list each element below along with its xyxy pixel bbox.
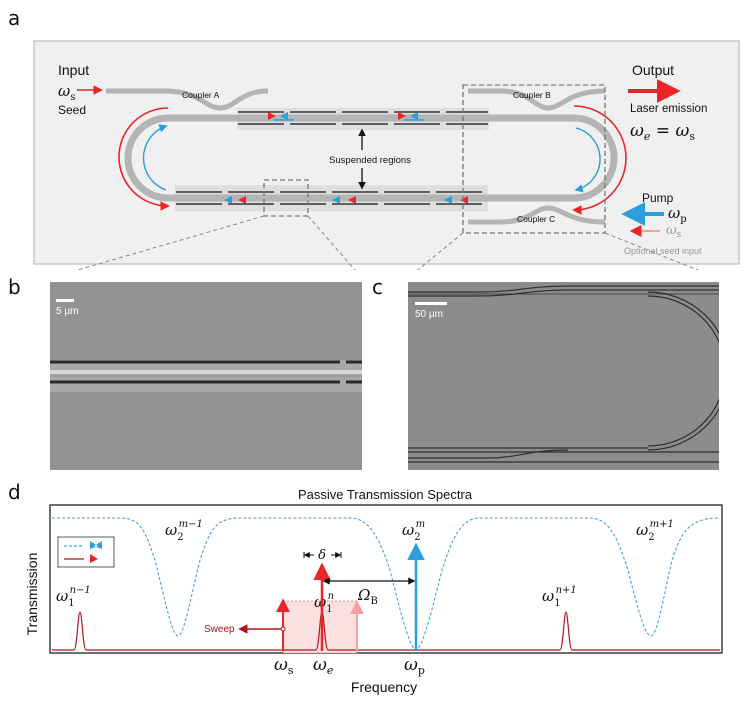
input-label: Input [58, 62, 89, 78]
sweep-origin-dot [280, 626, 286, 632]
coupler-b-label: Coupler B [513, 90, 551, 100]
mode-label-m: ω2m [402, 519, 425, 543]
circulation-arrow-right-blue [574, 127, 601, 193]
seed-symbol: ωs [58, 82, 75, 103]
plot-frame [49, 504, 723, 654]
circulation-arrow-left-blue [142, 124, 168, 191]
output-label: Output [632, 62, 674, 78]
coupler-a-label: Coupler A [182, 90, 220, 100]
mode-label-m-plus-1: ω2m+1 [636, 519, 674, 543]
device-schematic: Suspended regions Coupler A Coupler B Co… [33, 40, 740, 270]
coupler-a-waveguide [106, 88, 269, 111]
legend-blue-marker [90, 541, 102, 549]
blue-transmission-curve [52, 517, 721, 651]
zoom-line-c-left [416, 232, 464, 270]
transmission-spectra: Passive Transmission Spectra Transmissio… [24, 487, 723, 695]
y-axis-label: Transmission [24, 553, 40, 636]
optional-seed-label: Optional seed input [624, 246, 702, 256]
panel-label-c: c [372, 275, 383, 299]
circulation-arrow-left-red [118, 107, 170, 211]
delta-label: δ [318, 548, 326, 563]
suspended-regions-label: Suspended regions [329, 155, 411, 166]
panel-label-a: a [8, 6, 21, 30]
trench-lines-top [238, 111, 488, 125]
panel-label-d: d [8, 480, 21, 504]
emission-equation: ωe = ωs [630, 121, 695, 143]
omega-b-label: ΩB [357, 586, 378, 607]
optional-seed-symbol: ωs [666, 223, 682, 240]
mode-label-n-plus-1: ω1n+1 [542, 585, 577, 609]
scale-bar-b [56, 299, 74, 302]
seed-label: Seed [58, 103, 86, 117]
axis-label-ws: ωs [274, 655, 294, 677]
x-axis-label: Frequency [351, 679, 417, 695]
axis-label-we: ωe [313, 655, 334, 677]
sem-image-c: 50 μm [408, 282, 719, 470]
coupler-c-label: Coupler C [517, 214, 555, 224]
legend-box [57, 536, 115, 568]
wave-markers-bottom [224, 196, 468, 204]
spectra-title: Passive Transmission Spectra [298, 487, 473, 502]
pump-label: Pump [642, 191, 674, 205]
schematic-background [33, 40, 740, 265]
zoom-line-b-left [75, 215, 265, 270]
sem-image-b: 5 μm [50, 282, 362, 470]
mode-label-m-minus-1: ω2m−1 [165, 519, 203, 543]
racetrack-waveguide [124, 114, 618, 202]
axis-label-wp: ωp [404, 655, 425, 677]
coupler-b-waveguide [468, 88, 606, 111]
circulation-arrow-right-red [572, 105, 627, 215]
scale-label-b: 5 μm [56, 306, 79, 317]
scale-bar-c [415, 302, 447, 305]
scale-label-c: 50 μm [415, 309, 443, 320]
panel-label-b: b [8, 275, 21, 299]
pump-symbol: ωp [668, 204, 687, 225]
laser-emission-label: Laser emission [630, 103, 707, 115]
trench-lines-bottom [176, 191, 488, 205]
wave-markers-top [268, 112, 424, 121]
legend-red-marker [90, 554, 98, 563]
mode-label-n-minus-1: ω1n−1 [56, 585, 91, 609]
red-transmission-curve [52, 611, 720, 651]
coupler-c-waveguide [468, 205, 606, 225]
zoom-box-c [462, 84, 606, 234]
sweep-label: Sweep [204, 624, 235, 635]
